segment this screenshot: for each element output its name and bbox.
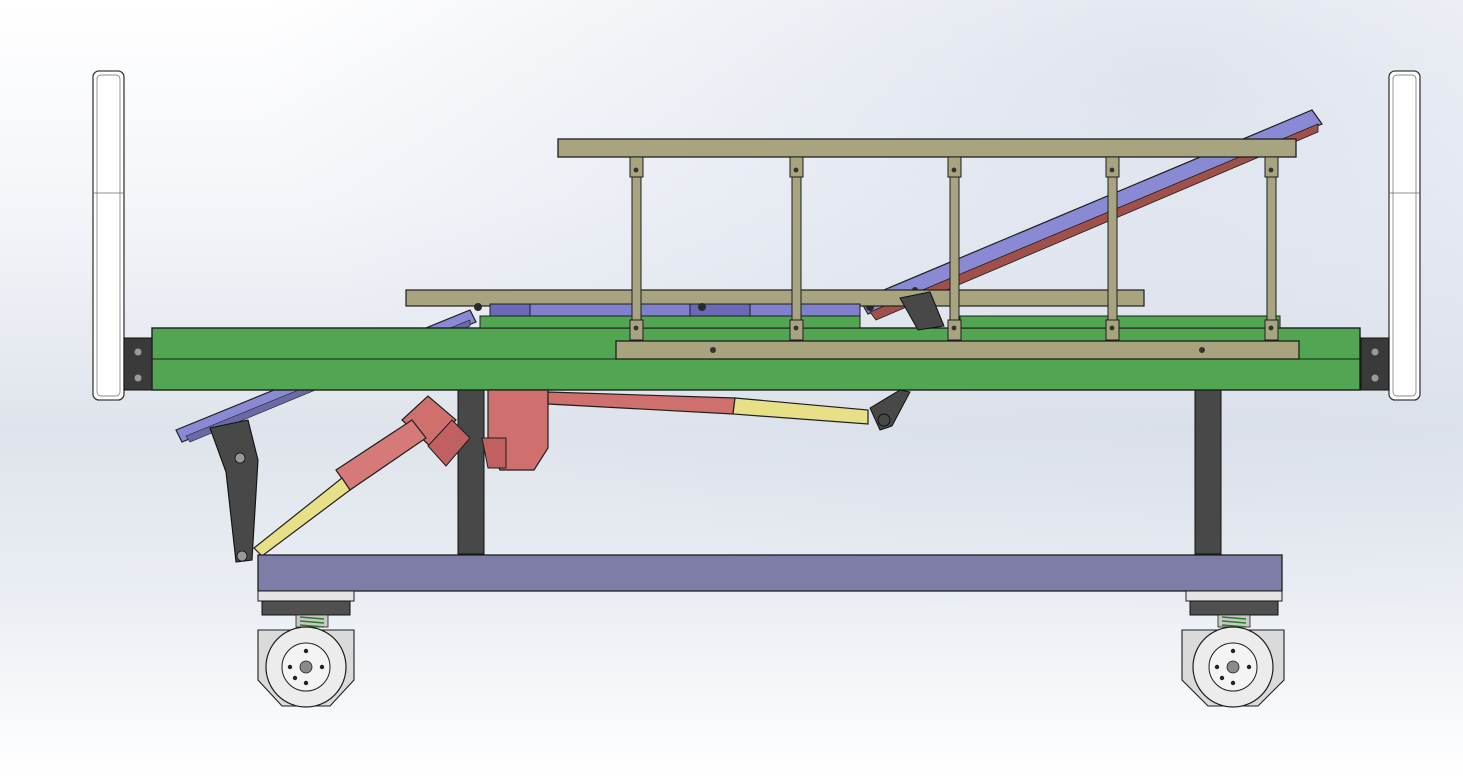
- right-post: [1194, 387, 1222, 555]
- back-actuator[interactable]: [481, 389, 911, 471]
- base-frame[interactable]: [257, 554, 1283, 592]
- head-deck-section[interactable]: [859, 109, 1323, 321]
- headboard-bracket: [123, 337, 153, 391]
- footboard-bracket: [1360, 337, 1390, 391]
- side-rail[interactable]: [557, 138, 1300, 360]
- footboard-panel[interactable]: [1388, 70, 1421, 401]
- rail-post: [947, 156, 962, 341]
- right-caster[interactable]: [1181, 590, 1285, 708]
- rail-post: [789, 156, 804, 341]
- head-deck-bracket: [899, 291, 945, 331]
- leg-actuator[interactable]: [253, 395, 471, 557]
- caster-spring: [1221, 616, 1247, 628]
- rail-post: [629, 156, 644, 341]
- caster-spring: [299, 616, 325, 628]
- headboard-panel[interactable]: [92, 70, 125, 401]
- leg-lift-arm[interactable]: [209, 419, 259, 563]
- left-caster[interactable]: [257, 590, 355, 708]
- left-post: [457, 387, 485, 555]
- rail-post: [1264, 156, 1279, 341]
- rail-post: [1105, 156, 1120, 341]
